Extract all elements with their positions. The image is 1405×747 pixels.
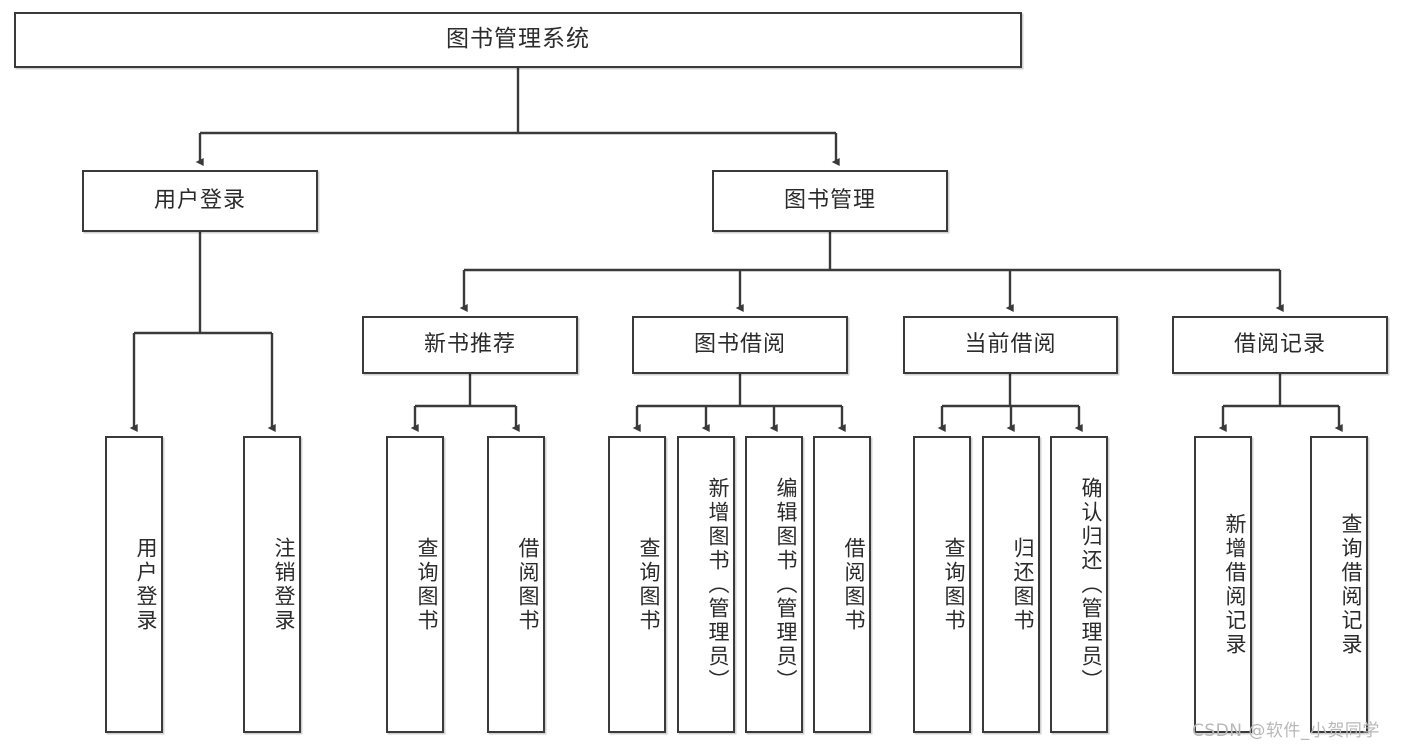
node-label: 查询图书 (415, 536, 439, 633)
node-leaf-add-borrow-record[interactable]: 新增借阅记录 (1194, 436, 1252, 733)
node-label: 当前借阅 (964, 331, 1057, 357)
node-label: 确认归还（管理员） (1079, 476, 1103, 693)
node-label: 借阅图书 (516, 536, 540, 633)
node-new-book-recommend[interactable]: 新书推荐 (362, 316, 578, 374)
node-label: 图书管理系统 (446, 26, 590, 53)
node-label: 新书推荐 (423, 331, 516, 357)
node-leaf-confirm-return[interactable]: 确认归还（管理员） (1050, 436, 1108, 733)
node-label: 新增图书（管理员） (706, 476, 730, 693)
node-label: 用户登录 (153, 187, 246, 213)
node-user-login[interactable]: 用户登录 (82, 170, 318, 232)
node-label: 查询借阅记录 (1339, 512, 1363, 657)
node-leaf-borrow-book-recommend[interactable]: 借阅图书 (487, 436, 545, 733)
node-label: 注销登录 (272, 536, 296, 633)
node-leaf-add-book[interactable]: 新增图书（管理员） (677, 436, 735, 733)
node-label: 归还图书 (1011, 536, 1035, 633)
node-label: 借阅记录 (1233, 331, 1326, 357)
node-label: 借阅图书 (842, 536, 866, 633)
node-leaf-query-book-borrow[interactable]: 查询图书 (608, 436, 666, 733)
node-leaf-return-book[interactable]: 归还图书 (982, 436, 1040, 733)
node-label: 新增借阅记录 (1223, 512, 1247, 657)
node-leaf-user-login[interactable]: 用户登录 (105, 436, 163, 733)
node-current-borrow[interactable]: 当前借阅 (903, 316, 1118, 374)
node-leaf-query-borrow-record[interactable]: 查询借阅记录 (1310, 436, 1368, 733)
node-label: 用户登录 (134, 536, 158, 633)
node-leaf-query-book-recommend[interactable]: 查询图书 (386, 436, 444, 733)
node-label: 查询图书 (637, 536, 661, 633)
csdn-watermark: CSDN @软件_小贺同学 (1192, 721, 1380, 741)
node-borrow-record[interactable]: 借阅记录 (1172, 316, 1388, 374)
node-leaf-borrow-book[interactable]: 借阅图书 (813, 436, 871, 733)
node-label: 图书借阅 (693, 331, 786, 357)
node-leaf-edit-book[interactable]: 编辑图书（管理员） (745, 436, 803, 733)
node-book-borrow[interactable]: 图书借阅 (632, 316, 848, 374)
node-leaf-query-book-current[interactable]: 查询图书 (913, 436, 971, 733)
node-root-book-management-system[interactable]: 图书管理系统 (14, 12, 1022, 68)
node-label: 查询图书 (942, 536, 966, 633)
node-label: 编辑图书（管理员） (774, 476, 798, 693)
node-leaf-logout[interactable]: 注销登录 (243, 436, 301, 733)
node-book-management[interactable]: 图书管理 (712, 170, 948, 232)
node-label: 图书管理 (783, 187, 876, 213)
